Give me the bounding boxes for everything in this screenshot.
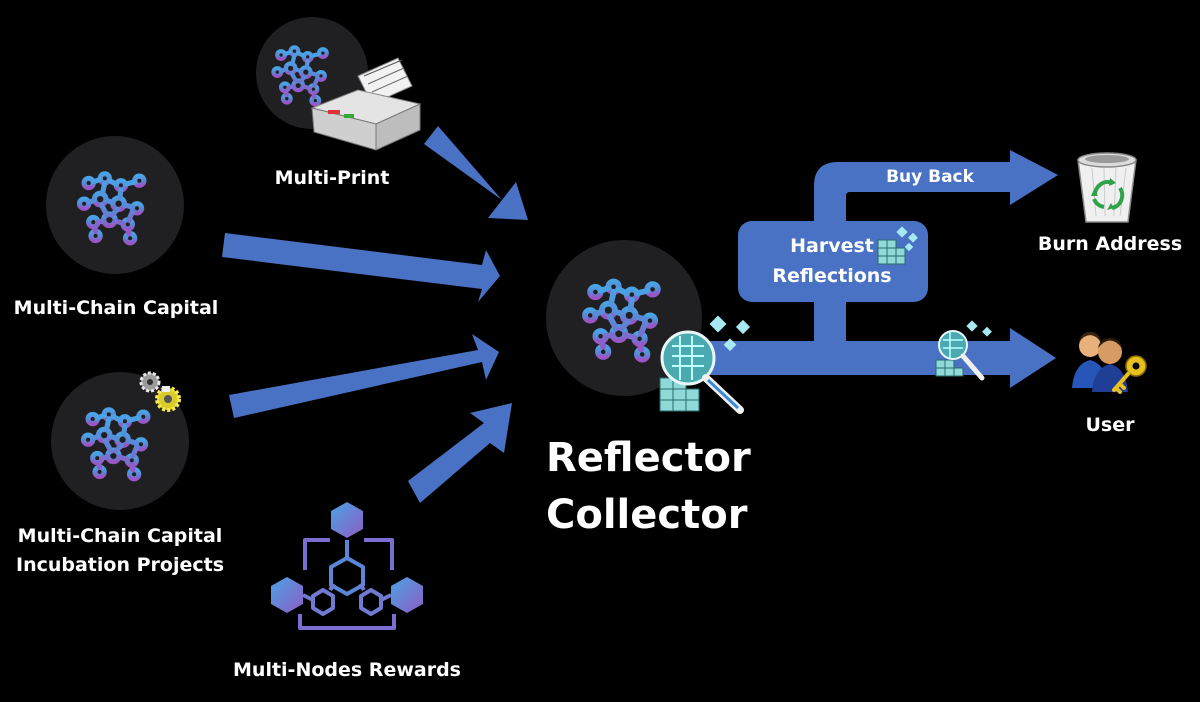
arrow-multi-nodes — [408, 403, 512, 503]
burn-address-label: Burn Address — [1037, 233, 1183, 255]
arrow-multi-print — [424, 126, 528, 220]
harvest-label: Harvest Reflections — [760, 231, 904, 291]
magnifier-grid-icon — [935, 320, 992, 381]
arrow-buy-back — [814, 150, 1058, 341]
harvest-grid-icon — [877, 226, 918, 265]
incubation-label-line1: Multi-Chain Capital — [17, 525, 223, 547]
incubation-label: Multi-Chain Capital Incubation Projects — [0, 522, 240, 580]
multi-print-label: Multi-Print — [274, 167, 390, 189]
reflector-collector-label: Reflector Collector — [546, 430, 766, 544]
multi-chain-capital-node — [46, 136, 184, 274]
magnifier-grid-icon — [659, 315, 751, 414]
multi-chain-capital-label: Multi-Chain Capital — [13, 297, 219, 319]
user-label: User — [1085, 414, 1135, 436]
reflector-label-line1: Reflector — [546, 435, 751, 481]
gears-icon — [139, 371, 181, 412]
multi-nodes-rewards-label: Multi-Nodes Rewards — [233, 659, 461, 681]
incubation-node — [51, 372, 189, 510]
harvest-label-line1: Harvest — [790, 235, 874, 257]
reflector-label-line2: Collector — [546, 492, 748, 538]
incubation-label-line2: Incubation Projects — [16, 554, 224, 576]
recycle-bin-icon — [1077, 152, 1137, 223]
buy-back-label: Buy Back — [886, 167, 974, 187]
harvest-label-line2: Reflections — [772, 265, 892, 287]
arrow-multi-chain-capital — [222, 233, 500, 302]
users-key-icon — [1072, 332, 1147, 394]
printer-icon — [310, 57, 422, 151]
hexagon-network-icon — [271, 502, 423, 630]
arrow-to-user — [700, 328, 1056, 388]
arrow-incubation — [229, 334, 499, 418]
